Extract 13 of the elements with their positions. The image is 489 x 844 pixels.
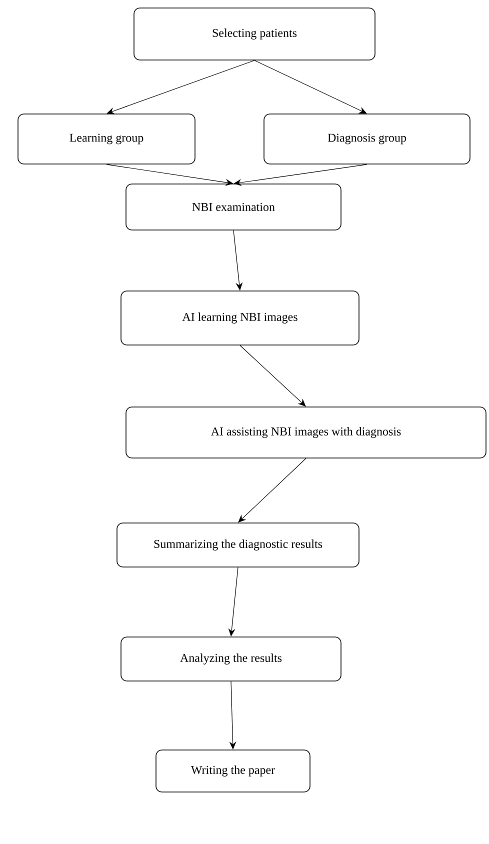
process-box: Summarizing the diagnostic results — [116, 522, 360, 568]
process-box: Diagnosis group — [264, 114, 470, 164]
arrow — [106, 60, 255, 114]
process-box: Selecting patients — [134, 8, 376, 60]
process-box: Analyzing the results — [120, 636, 342, 682]
arrow — [254, 60, 367, 114]
process-box: NBI examination — [126, 184, 342, 230]
arrow — [106, 164, 234, 186]
arrow — [234, 164, 368, 186]
process-box: Writing the paper — [156, 750, 310, 792]
process-box: Learning group — [18, 114, 196, 164]
process-box: AI learning NBI images — [120, 290, 360, 346]
process-box: AI assisting NBI images with diagnosis — [126, 406, 486, 458]
